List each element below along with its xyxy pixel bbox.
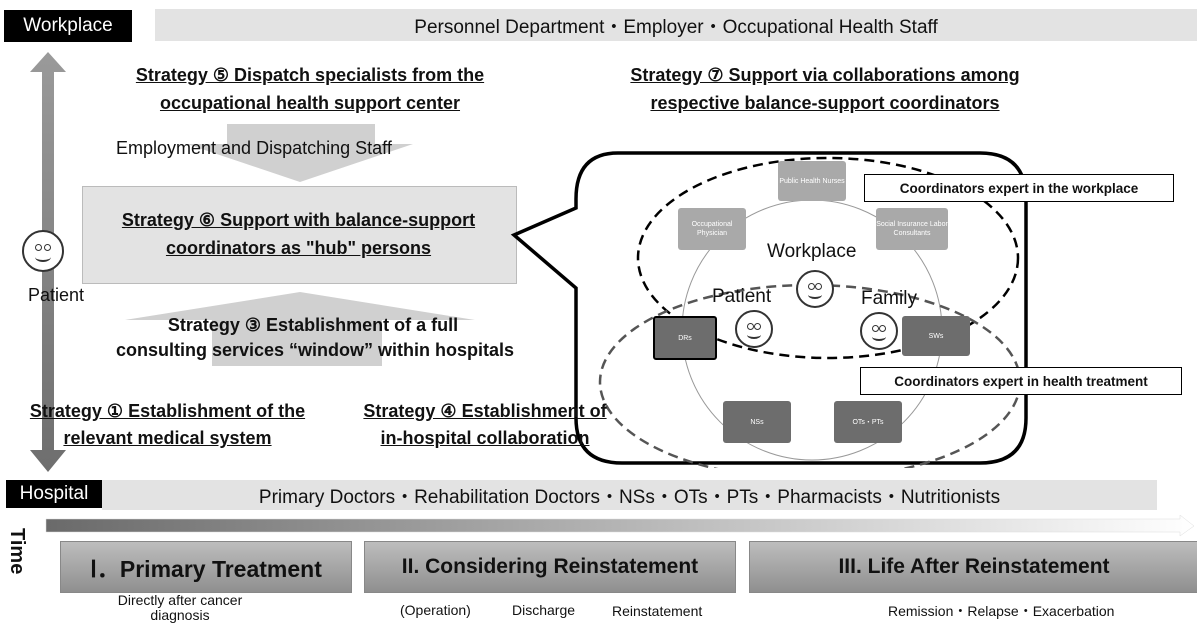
strategy-1-line1: Strategy ① Establishment of the: [29, 401, 306, 421]
strategy-3-line1: Strategy ③ Establishment of a full: [167, 315, 459, 335]
strategy-5-line1: Strategy ⑤ Dispatch specialists from the: [135, 65, 485, 85]
strategy-7-line2: respective balance-support coordinators: [650, 93, 1000, 113]
node-public-health-nurses: Public Health Nurses: [778, 161, 846, 201]
phase-primary-treatment: Ⅰ．Primary Treatment: [60, 541, 352, 593]
patient-smiley-icon: [735, 310, 773, 348]
workplace-smiley-icon: [796, 270, 834, 308]
strategy-6-box: [82, 186, 517, 284]
strategy-7-line1: Strategy ⑦ Support via collaborations am…: [630, 65, 1020, 85]
node-drs: DRs: [653, 316, 717, 360]
workplace-label: Workplace: [4, 10, 132, 42]
phase-considering-reinstatement: II. Considering Reinstatement: [364, 541, 736, 593]
hospital-label: Hospital: [6, 480, 102, 508]
strategy-1-line2: relevant medical system: [63, 428, 272, 448]
window-up-arrow: [125, 292, 475, 366]
node-occupational-physician: Occupational Physician: [678, 208, 746, 250]
node-social-insurance-labor-consultants: Social Insurance Labor Consultants: [876, 208, 948, 250]
strategy-5-line2: occupational health support center: [159, 93, 461, 113]
time-label: Time: [6, 528, 28, 575]
dispatch-down-arrow: [187, 124, 413, 182]
coordinators-health-box: Coordinators expert in health treatment: [860, 367, 1182, 395]
bubble-family-label: Family: [861, 288, 917, 309]
strategy-3-line2: consulting services “window” within hosp…: [115, 340, 515, 360]
hospital-band: Primary Doctors・Rehabilitation Doctors・N…: [102, 480, 1157, 510]
dispatch-staff-label: Employment and Dispatching Staff: [116, 138, 392, 158]
sub-operation: (Operation): [400, 602, 471, 618]
sub-remission-relapse: Remission・Relapse・Exacerbation: [888, 603, 1115, 619]
strategy-4-line1: Strategy ④ Establishment of: [363, 401, 607, 421]
sub-discharge: Discharge: [512, 602, 576, 618]
sub-directly-after-diagnosis: Directly after cancer diagnosis: [117, 592, 243, 623]
bubble-workplace-label: Workplace: [767, 241, 857, 262]
smiley-face-icon: [22, 230, 64, 272]
family-smiley-icon: [860, 312, 898, 350]
sub-reinstatement: Reinstatement: [612, 603, 703, 619]
bubble-patient-label: Patient: [712, 286, 772, 307]
strategy-6-line1: Strategy ⑥ Support with balance-support: [121, 210, 476, 230]
phase-life-after-reinstatement: III. Life After Reinstatement: [749, 541, 1197, 593]
node-ots-pts: OTs・PTs: [834, 401, 902, 443]
time-arrow: [45, 515, 1195, 537]
coordinators-workplace-box: Coordinators expert in the workplace: [864, 174, 1174, 202]
workplace-band: Personnel Department・Employer・Occupation…: [155, 9, 1197, 41]
patient-face: [22, 230, 64, 272]
strategy-6-line2: coordinators as "hub" persons: [165, 238, 432, 258]
node-sws: SWs: [902, 316, 970, 356]
node-nss: NSs: [723, 401, 791, 443]
patient-label: Patient: [28, 285, 85, 305]
strategy-4-line2: in-hospital collaboration: [380, 428, 590, 448]
